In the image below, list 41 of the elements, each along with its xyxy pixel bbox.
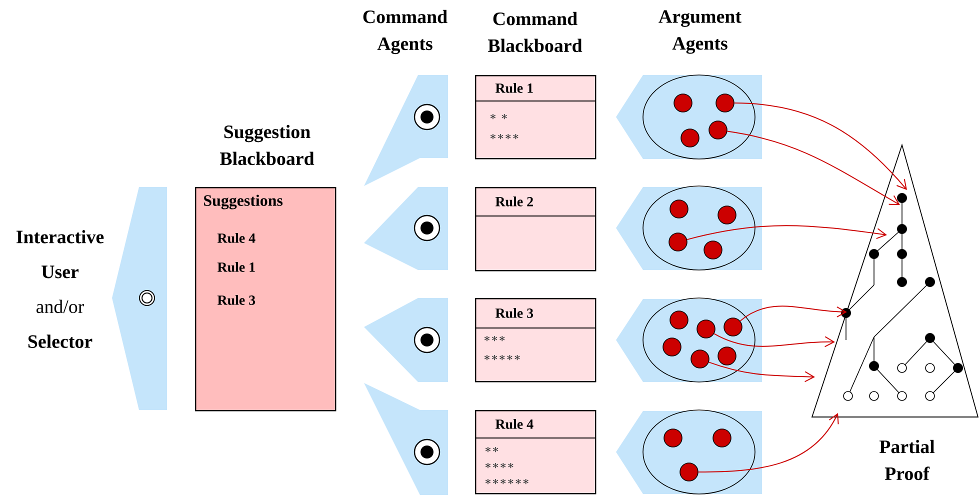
ellipse xyxy=(642,186,756,270)
arrow xyxy=(698,413,839,472)
dot xyxy=(696,320,716,338)
dot xyxy=(704,240,722,260)
dot xyxy=(680,462,698,482)
dot xyxy=(670,310,688,330)
dot xyxy=(662,338,682,356)
ellipse xyxy=(642,298,756,382)
arrow xyxy=(734,102,907,190)
dot xyxy=(718,206,736,224)
column-heading: Command Agents xyxy=(363,10,448,54)
node-label: Suggestion Blackboard xyxy=(220,124,314,166)
dot xyxy=(708,120,728,140)
dot xyxy=(718,346,736,366)
column-heading: Argument Agents xyxy=(658,10,742,54)
dot xyxy=(670,200,688,218)
column-heading: Command Blackboard xyxy=(488,12,582,52)
dot xyxy=(674,94,692,112)
ellipse xyxy=(642,410,756,494)
agent-shape xyxy=(616,411,762,494)
ellipse xyxy=(642,74,756,160)
arrow xyxy=(708,362,815,382)
arrow xyxy=(686,225,887,240)
dot xyxy=(712,428,732,448)
user-agent-shape xyxy=(112,187,167,410)
arrow xyxy=(740,306,847,322)
dot xyxy=(668,232,688,252)
dot xyxy=(664,428,682,448)
arrow xyxy=(714,333,835,348)
dot xyxy=(716,94,734,112)
dot xyxy=(680,128,700,148)
agent-label: Interactive User and/or Selector xyxy=(16,230,104,348)
agent-shape xyxy=(364,383,448,495)
agent-shape xyxy=(364,75,448,186)
dot xyxy=(724,318,742,336)
node-label: Partial Proof xyxy=(879,440,935,480)
agent-shape xyxy=(364,298,448,382)
arrow xyxy=(726,130,900,205)
agent-shape xyxy=(364,187,448,270)
dot xyxy=(690,350,710,368)
blackboard-box: Suggestion Blackboard Suggestions Rule 4 Rule 1 Rule 3 xyxy=(195,124,336,412)
